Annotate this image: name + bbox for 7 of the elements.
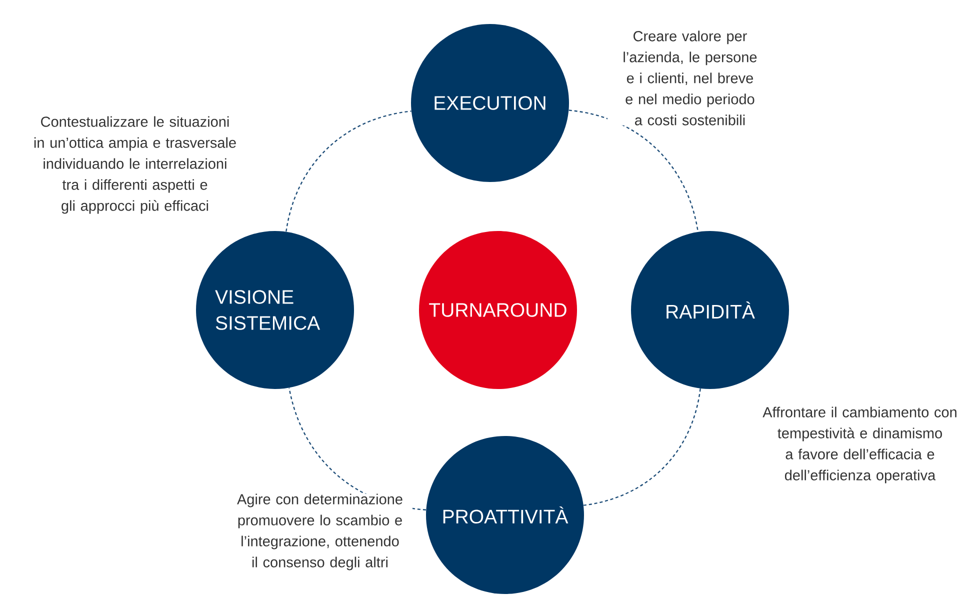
dashed-arc	[568, 110, 699, 232]
description-text: Affrontare il cambiamento con tempestività e dinamismo a favore dell’efficacia e dell’efficienza operativa	[750, 406, 970, 484]
description-text: Contestualizzare le situazioni in un’ottica ampia e trasversale individuando le interrelazioni tra i differenti aspetti e gli approcci più efficaci	[15, 116, 255, 214]
description-text: Agire con determinazione promuovere lo scambio e l’integrazione, ottenendo il consenso degli altri	[228, 494, 412, 570]
dashed-arc	[584, 388, 701, 506]
dashed-arc	[286, 110, 412, 232]
description-text: Creare valore per l’azienda, le persone e i clienti, nel breve e nel medio periodo a costi sostenibili	[608, 30, 772, 126]
